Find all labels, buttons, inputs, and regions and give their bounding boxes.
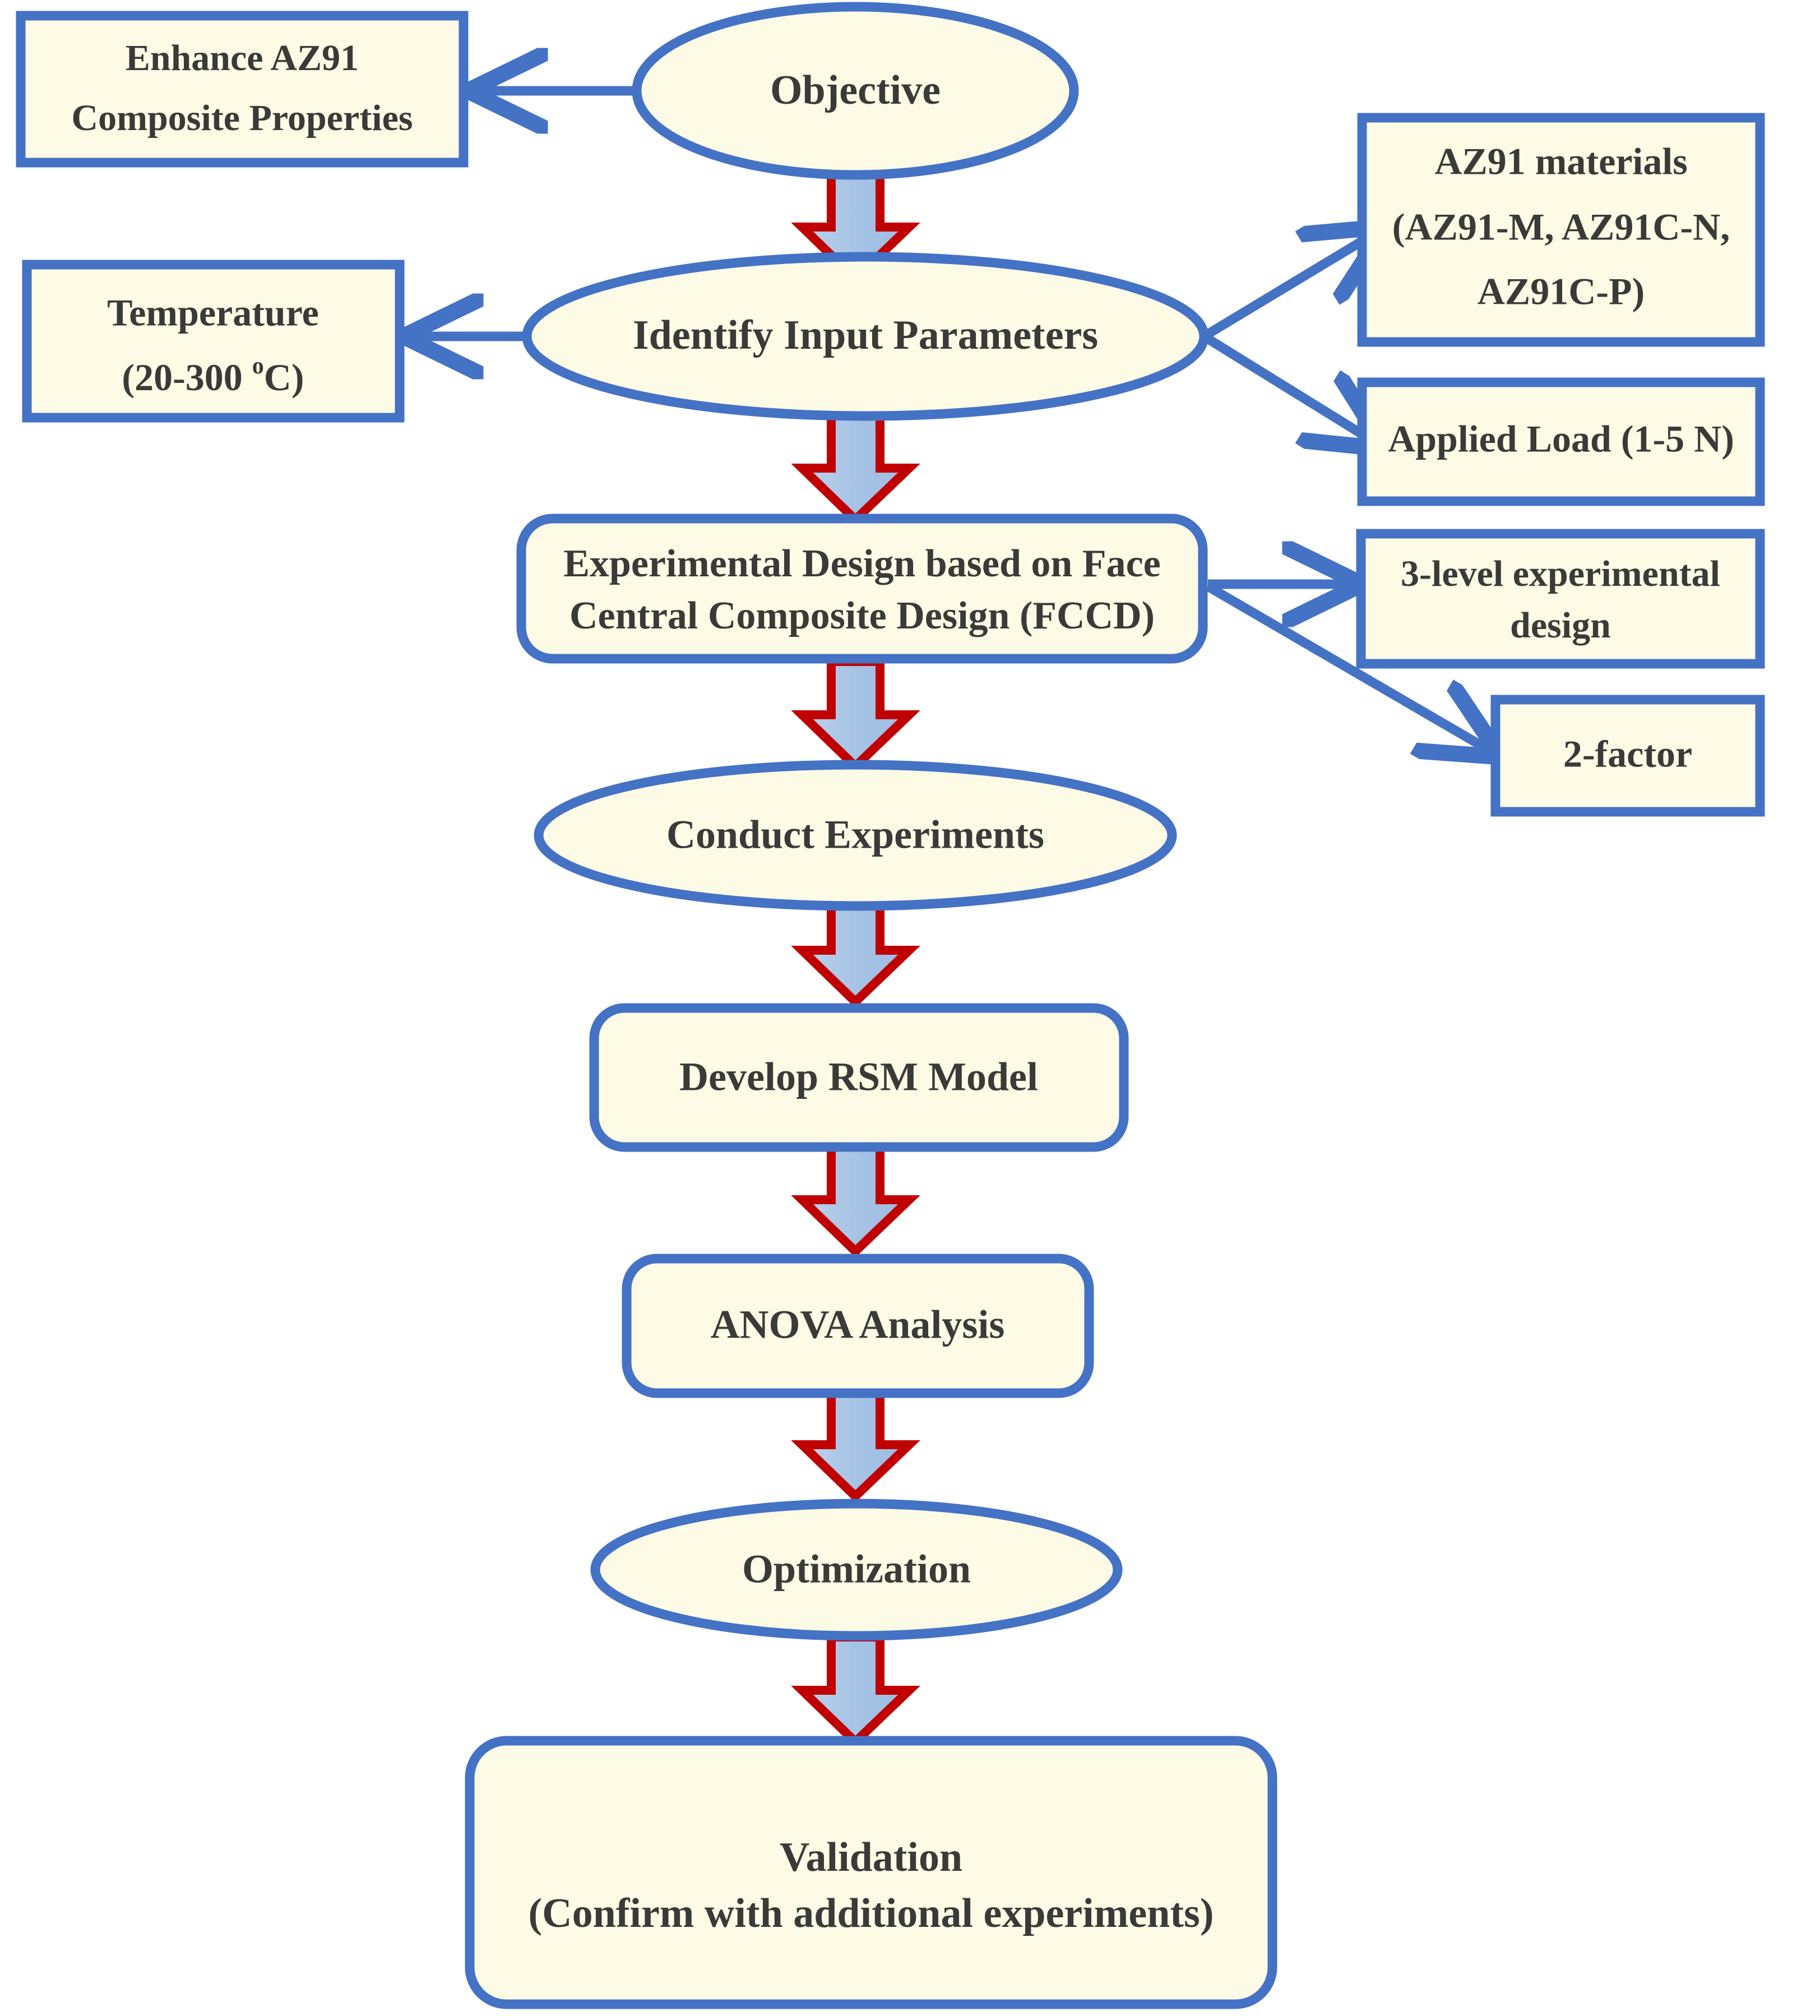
node-az91-label-line1: AZ91 materials — [1434, 140, 1687, 183]
node-temperature-degree-glyph: o — [252, 353, 264, 379]
node-az91[interactable]: AZ91 materials (AZ91-M, AZ91C-N, AZ91C-P… — [1357, 113, 1765, 347]
node-temperature-range-suffix: C) — [264, 356, 304, 399]
connector-fccd-to-twofactor — [1205, 582, 1491, 751]
connector-lines — [415, 91, 1491, 751]
node-twofactor[interactable]: 2-factor — [1490, 695, 1765, 817]
node-identify[interactable]: Identify Input Parameters — [522, 252, 1209, 421]
node-enhance-label-line1: Enhance AZ91 — [126, 38, 359, 78]
node-threelevel-label-line2: design — [1510, 605, 1611, 646]
node-optimization-shape[interactable] — [590, 1499, 1123, 1641]
node-conduct[interactable]: Conduct Experiments — [534, 760, 1177, 911]
node-validation[interactable]: Validation (Confirm with additional expe… — [465, 1736, 1277, 2009]
connector-identify-to-load — [1201, 332, 1376, 443]
node-conduct-shape[interactable] — [534, 760, 1177, 911]
node-az91-shape[interactable] — [1357, 113, 1765, 347]
node-load-shape[interactable] — [1357, 377, 1765, 506]
node-identify-label: Identify Input Parameters — [633, 312, 1098, 358]
node-anova-label: ANOVA Analysis — [711, 1302, 1005, 1347]
flow-arrow-anova-optimization — [791, 1387, 920, 1503]
node-enhance-shape[interactable] — [16, 11, 469, 168]
node-objective-label: Objective — [770, 67, 941, 113]
node-load-label: Applied Load (1-5 N) — [1388, 418, 1734, 460]
node-temperature-label-line1: Temperature — [107, 292, 319, 334]
node-temperature-label-line2: (20-300 oC) — [122, 353, 304, 398]
node-conduct-label: Conduct Experiments — [666, 812, 1044, 857]
node-fccd-label-line1: Experimental Design based on Face — [563, 542, 1161, 585]
node-identify-shape[interactable] — [522, 252, 1209, 421]
flow-arrow-fccd-conduct — [791, 657, 920, 773]
node-fccd[interactable]: Experimental Design based on Face Centra… — [516, 514, 1208, 664]
node-rsm-label: Develop RSM Model — [679, 1055, 1038, 1099]
node-threelevel-shape[interactable] — [1356, 529, 1765, 669]
node-anova-shape[interactable] — [622, 1254, 1094, 1398]
node-optimization-label: Optimization — [742, 1547, 971, 1592]
node-anova[interactable]: ANOVA Analysis — [622, 1254, 1094, 1398]
node-enhance[interactable]: Enhance AZ91 Composite Properties — [16, 11, 469, 168]
node-enhance-label-line2: Composite Properties — [71, 98, 413, 138]
node-temperature[interactable]: Temperature (20-300 oC) — [22, 260, 405, 423]
node-validation-shape[interactable] — [465, 1736, 1277, 2009]
node-twofactor-label: 2-factor — [1563, 733, 1692, 775]
flow-arrows — [791, 169, 920, 1749]
node-objective-shape[interactable] — [632, 2, 1079, 180]
node-twofactor-shape[interactable] — [1490, 695, 1765, 817]
node-rsm-shape[interactable] — [589, 1003, 1129, 1152]
flow-arrow-optimization-validation — [791, 1633, 920, 1749]
flow-arrow-rsm-anova — [791, 1142, 920, 1258]
node-temperature-shape[interactable] — [22, 260, 405, 423]
node-optimization[interactable]: Optimization — [590, 1499, 1123, 1641]
flow-arrow-identify-fccd — [791, 410, 920, 526]
node-objective[interactable]: Objective — [632, 2, 1079, 180]
node-fccd-shape[interactable] — [516, 514, 1208, 664]
flow-arrow-conduct-rsm — [791, 893, 920, 1009]
node-load[interactable]: Applied Load (1-5 N) — [1357, 377, 1765, 506]
node-az91-label-line3: AZ91C-P) — [1478, 270, 1645, 313]
node-fccd-label-line2: Central Composite Design (FCCD) — [569, 594, 1155, 637]
node-temperature-range-prefix: (20-300 — [122, 356, 252, 399]
node-validation-label-line2: (Confirm with additional experiments) — [529, 1890, 1214, 1936]
nodes: Objective Enhance AZ91 Composite Propert… — [16, 2, 1765, 2009]
node-rsm[interactable]: Develop RSM Model — [589, 1003, 1129, 1152]
node-az91-label-line2: (AZ91-M, AZ91C-N, — [1392, 206, 1730, 248]
node-threelevel-label-line1: 3-level experimental — [1401, 553, 1720, 594]
node-threelevel[interactable]: 3-level experimental design — [1356, 529, 1765, 669]
node-validation-label-line1: Validation — [780, 1834, 962, 1880]
connector-identify-to-az91 — [1201, 233, 1376, 341]
